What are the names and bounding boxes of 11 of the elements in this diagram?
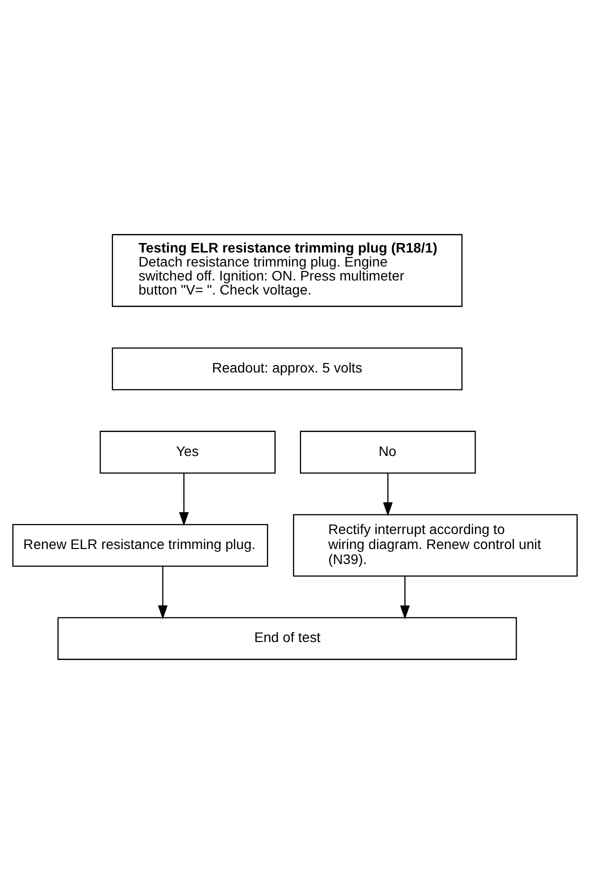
arrow bbox=[179, 472, 189, 526]
node-box: No bbox=[300, 430, 476, 474]
node-box: Yes bbox=[100, 430, 276, 474]
node-box: Testing ELR resistance trimming plug (R18/1) Detach resistance trimming plug. Engine switched off. Ignition: ON. Press multimeter button "V= ". Check voltage. bbox=[112, 234, 463, 306]
arrow bbox=[400, 576, 410, 619]
arrow bbox=[383, 472, 393, 516]
node-box: Readout: approx. 5 volts bbox=[112, 346, 463, 390]
node-box: Renew ELR resistance trimming plug. bbox=[12, 523, 268, 566]
node-box: End of test bbox=[57, 616, 517, 660]
node-box: Rectify interrupt according to wiring diagram. Renew control unit (N39). bbox=[292, 514, 578, 576]
arrow bbox=[158, 566, 168, 619]
